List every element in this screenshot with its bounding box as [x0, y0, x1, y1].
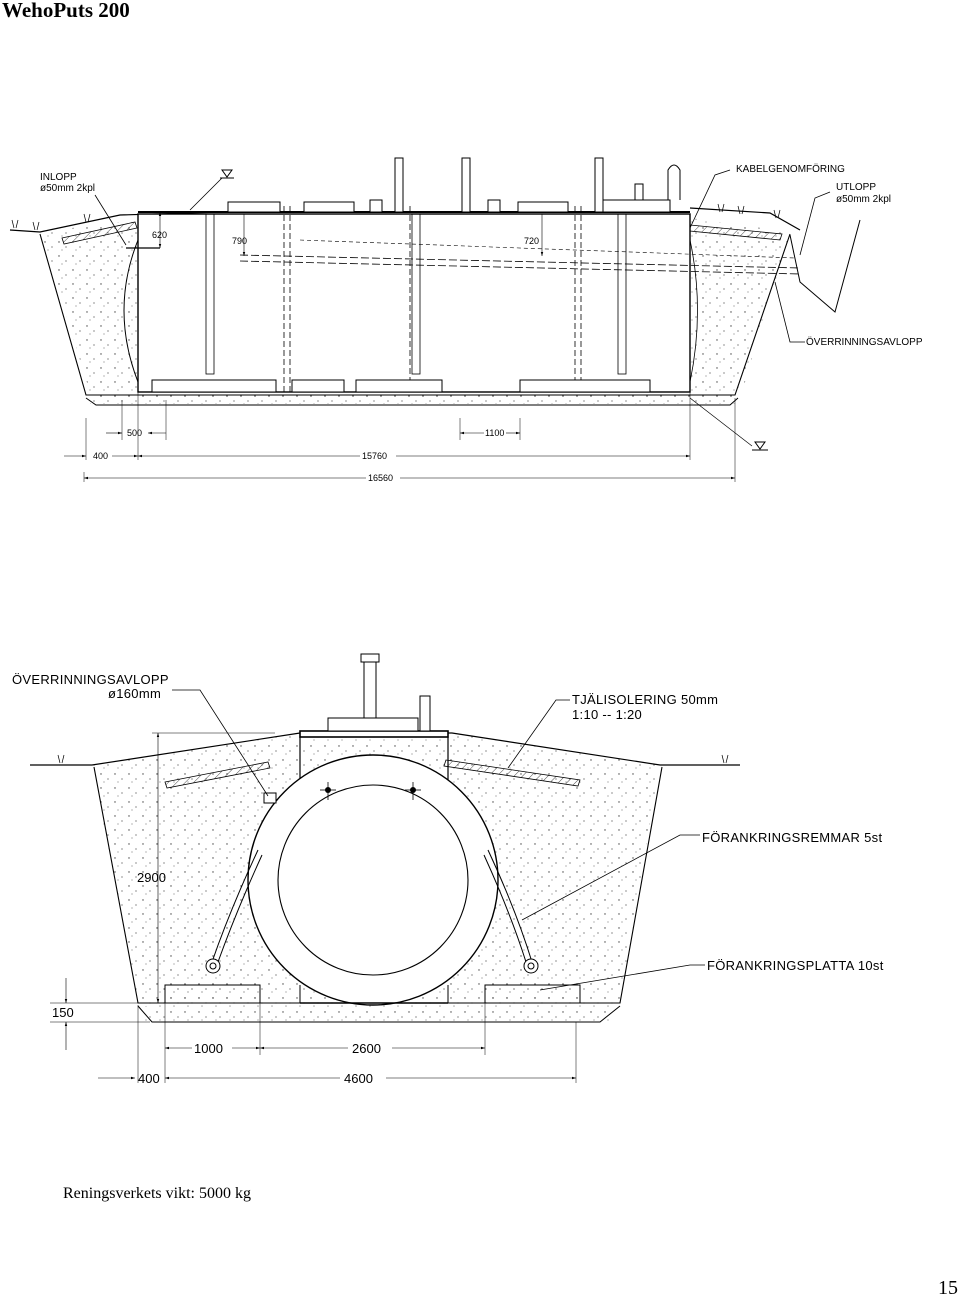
- dim-2600: 2600: [352, 1041, 381, 1056]
- page-number: 15: [938, 1277, 958, 1299]
- label-kabelgenomforing: KABELGENOMFÖRING: [736, 163, 845, 175]
- label-overrinningsavlopp-size: ø160mm: [108, 686, 161, 701]
- label-utlopp: UTLOPP: [836, 182, 876, 193]
- dim-720: 720: [524, 236, 539, 246]
- label-overrinningsavlopp: ÖVERRINNINGSAVLOPP: [806, 336, 923, 348]
- label-tjalisolering: TJÄLISOLERING 50mm: [572, 692, 718, 707]
- dim-400: 400: [93, 451, 108, 461]
- label-overrinningsavlopp: ÖVERRINNINGSAVLOPP: [12, 672, 169, 687]
- label-tjalisolering-slope: 1:10 -- 1:20: [572, 707, 642, 722]
- dim-500: 500: [127, 428, 142, 438]
- dim-400: 400: [138, 1071, 160, 1086]
- dim-1100: 1100: [485, 428, 504, 438]
- dim-790: 790: [232, 236, 247, 246]
- dim-4600: 4600: [344, 1071, 373, 1086]
- dim-150: 150: [52, 1005, 74, 1020]
- cross-section-drawing: ÖVERRINNINGSAVLOPP ø160mm TJÄLISOLERING …: [12, 653, 884, 1086]
- dim-2900: 2900: [137, 870, 166, 885]
- dim-1000: 1000: [194, 1041, 223, 1056]
- dim-15760: 15760: [362, 451, 387, 461]
- side-section-drawing: INLOPP ø50mm 2kpl KABELGENOMFÖRING UTLOP…: [9, 157, 923, 483]
- label-forankringsplatta: FÖRANKRINGSPLATTA 10st: [707, 958, 884, 973]
- label-inlopp-size: ø50mm 2kpl: [40, 183, 95, 194]
- weight-caption: Reningsverkets vikt: 5000 kg: [63, 1185, 251, 1202]
- page-title: WehoPuts 200: [2, 0, 130, 22]
- label-forankringsremmar: FÖRANKRINGSREMMAR 5st: [702, 830, 882, 845]
- label-inlopp: INLOPP: [40, 172, 77, 183]
- dim-620: 620: [152, 230, 167, 240]
- label-utlopp-size: ø50mm 2kpl: [836, 194, 891, 205]
- dim-16560: 16560: [368, 473, 393, 483]
